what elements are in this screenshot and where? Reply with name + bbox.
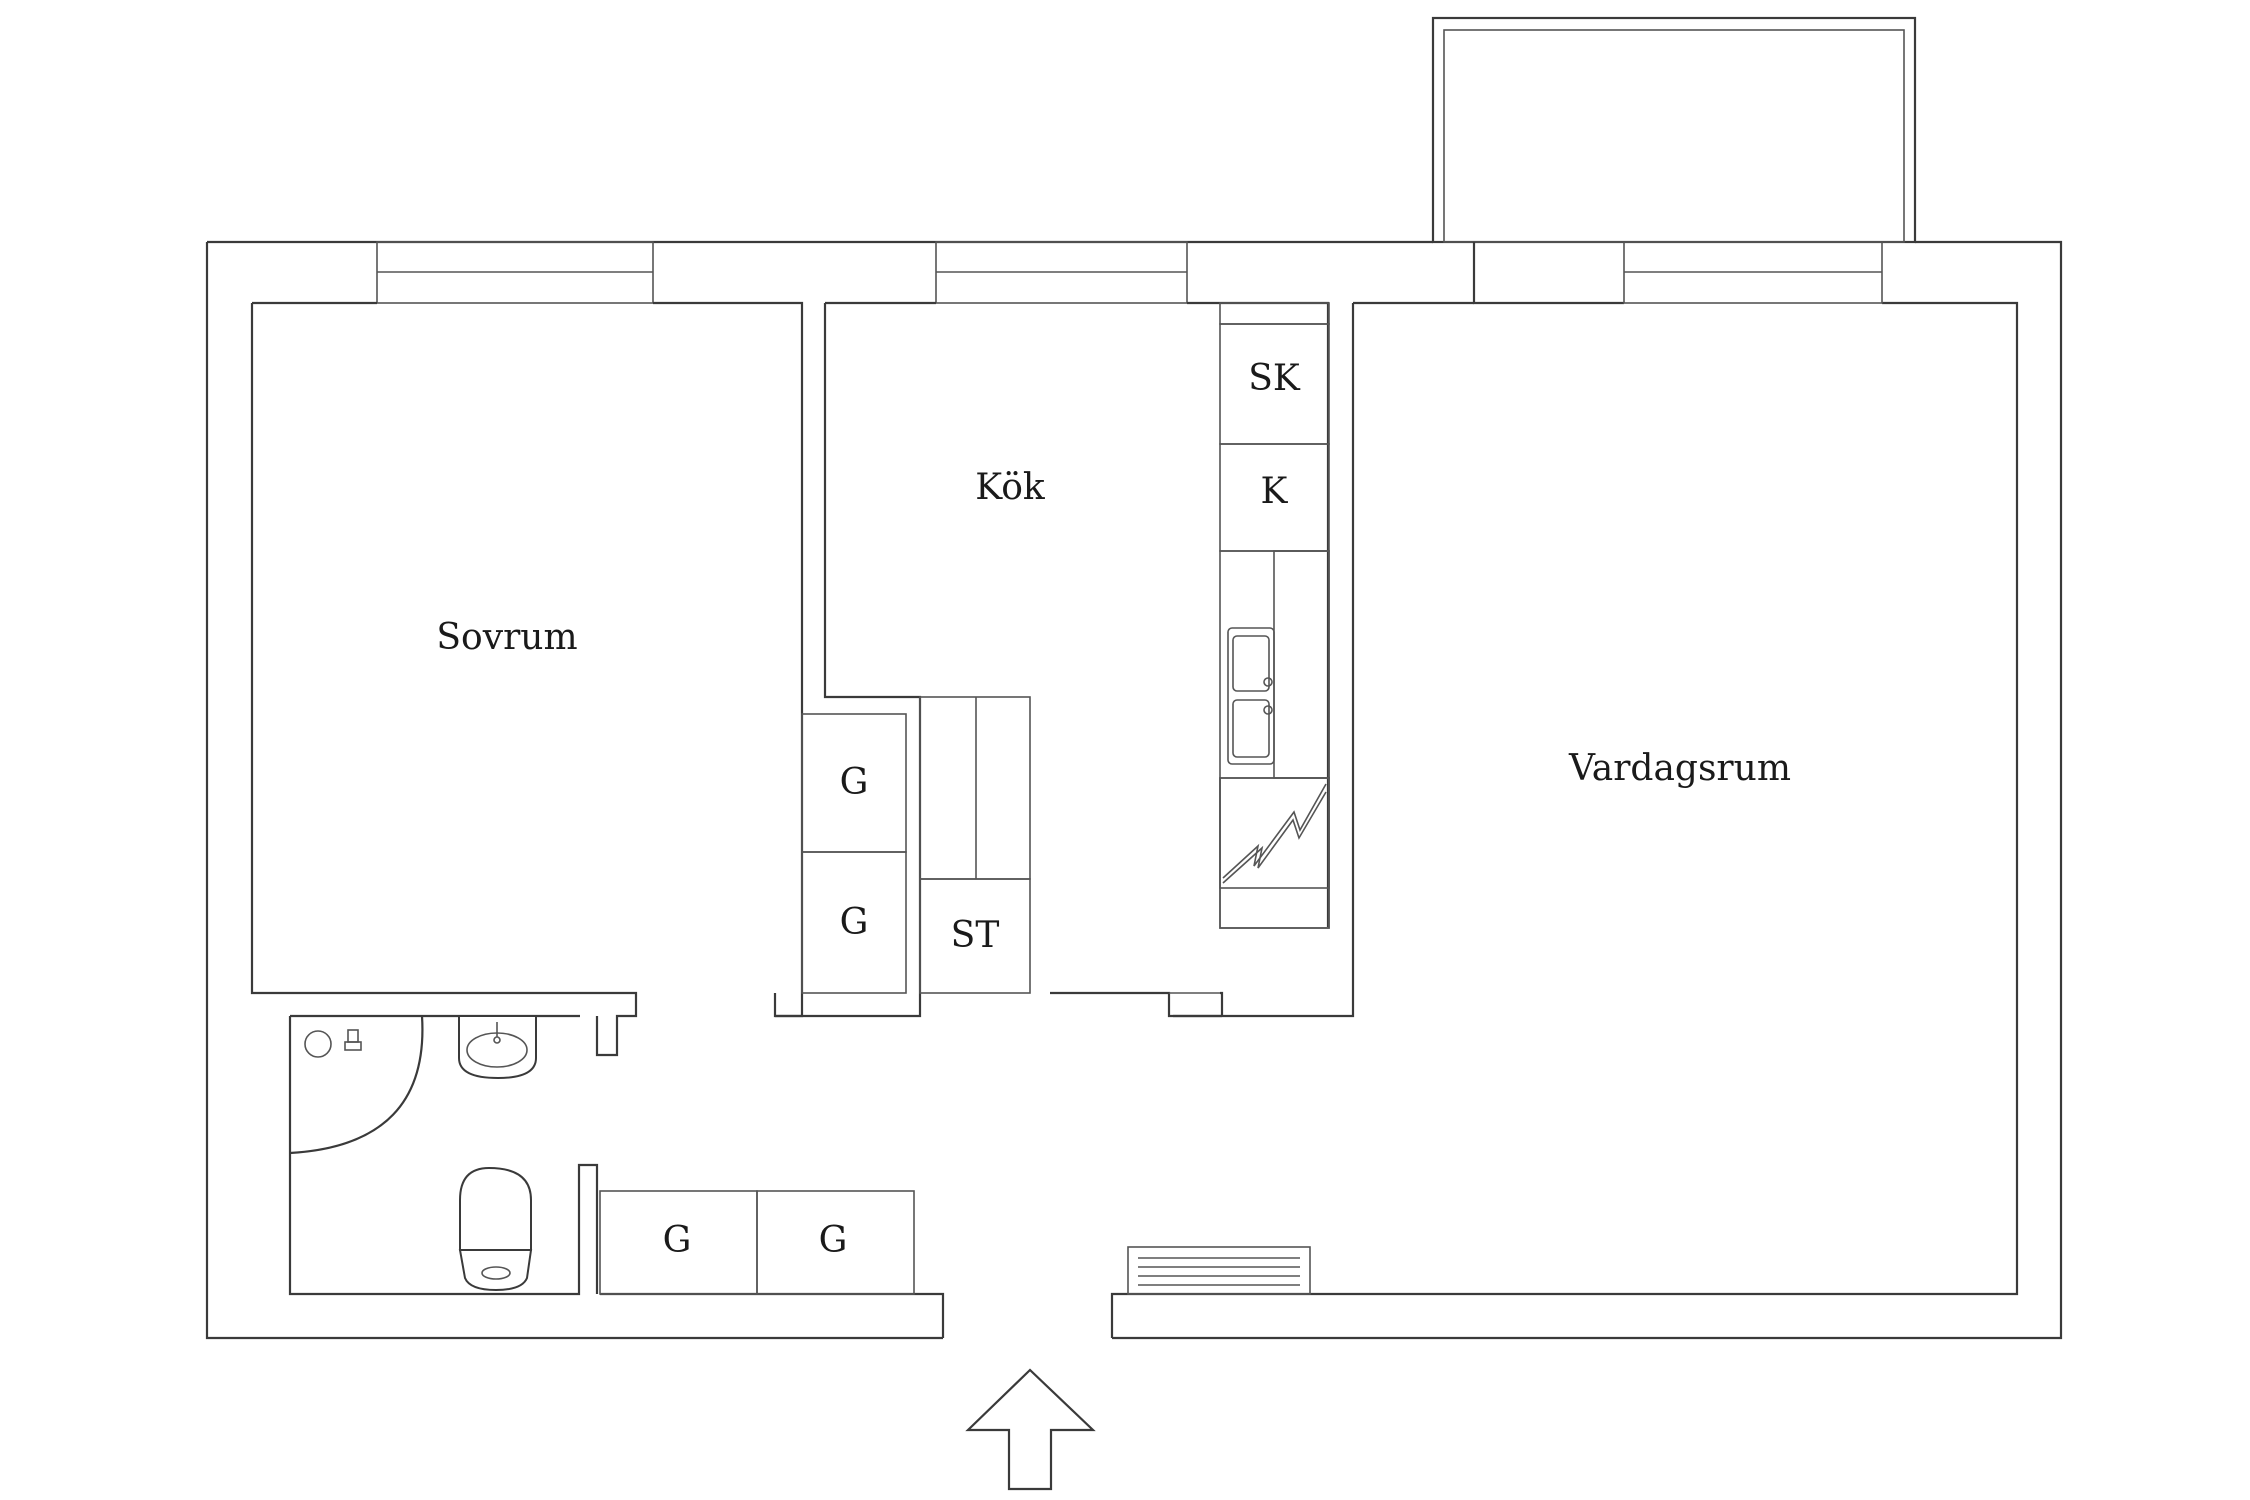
kitchen [775, 301, 1474, 1018]
room-label-kok: Kök [975, 467, 1046, 508]
washbasin-icon [458, 1015, 537, 1080]
toilet-icon [458, 1166, 533, 1292]
radiator-icon [1127, 1246, 1311, 1295]
fridge-label: K [1261, 471, 1289, 512]
freezer-label: SK [1248, 358, 1301, 399]
shower-icon [289, 1015, 424, 1155]
balcony [1431, 16, 1917, 244]
hall-wardrobe-left-label: G [663, 1220, 692, 1261]
wardrobe-top-label: G [840, 762, 869, 803]
arrow-up-icon [965, 1368, 1096, 1491]
kitchen-sink-icon [1227, 627, 1275, 765]
wardrobes-hall [599, 1190, 915, 1295]
wardrobes-center [801, 696, 1031, 994]
closet-label: ST [951, 915, 1000, 956]
windows [376, 241, 1883, 304]
room-label-vardagsrum: Vardagsrum [1568, 748, 1791, 789]
room-label-sovrum: Sovrum [436, 617, 577, 658]
hall-wardrobe-right-label: G [819, 1220, 848, 1261]
stove-icon [1219, 777, 1330, 889]
bathroom [288, 1014, 599, 1296]
bedroom [250, 301, 804, 1057]
wardrobe-bottom-label: G [840, 902, 869, 943]
